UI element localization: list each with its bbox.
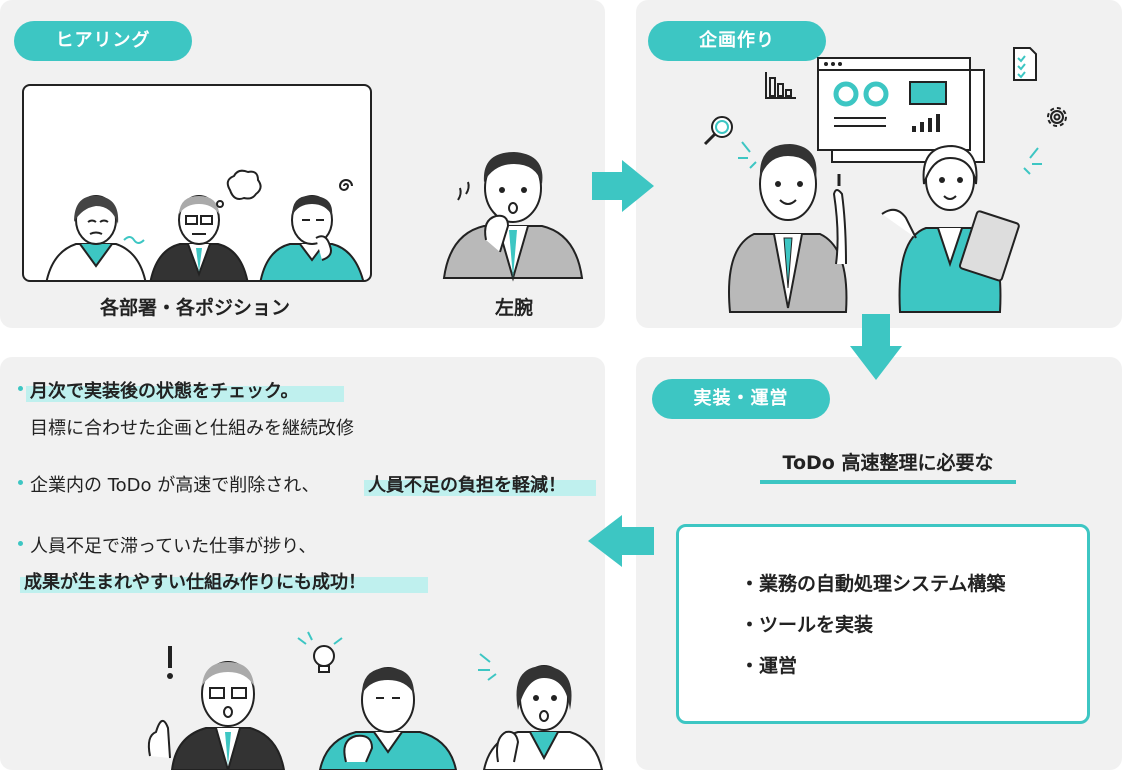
result-line-1b: 目標に合わせた企画と仕組みを継続改修 xyxy=(30,418,354,439)
right-hand-man-figure xyxy=(442,152,584,282)
arrow-down-icon xyxy=(850,314,902,380)
result-line-3b: 成果が生まれやすい仕組み作りにも成功！ xyxy=(24,572,366,593)
result-line-2b: 人員不足の負担を軽減！ xyxy=(368,475,566,496)
subtitle-underline xyxy=(760,480,1016,484)
senior-man-surprised-figure xyxy=(147,661,286,770)
bullet-dot xyxy=(18,541,23,546)
implementation-title: 実装・運営 xyxy=(652,379,830,419)
box-item-automation: ・業務の自動処理システム構築 xyxy=(740,573,1006,595)
woman-worried-figure xyxy=(45,195,147,280)
woman-surprised-figure xyxy=(482,665,604,770)
result-line-2a: 企業内の ToDo が高速で削除され、 xyxy=(30,475,320,496)
exclaim-dot-icon xyxy=(837,174,841,186)
sparkle-lines-bottom-icon xyxy=(478,653,497,681)
box-item-operation: ・運営 xyxy=(740,655,798,677)
gear-icon xyxy=(1047,107,1067,127)
arrow-right-icon xyxy=(592,160,654,212)
magnifier-icon xyxy=(703,116,733,146)
right-hand-label: 左腕 xyxy=(494,297,533,319)
highlight-bar xyxy=(20,577,428,593)
worker-thinking-figure xyxy=(259,195,364,280)
checklist-icon xyxy=(1013,47,1037,81)
step-results-panel xyxy=(0,357,605,770)
sparkle-lines-icon xyxy=(738,141,757,169)
swirl-icon xyxy=(338,179,353,191)
sparkle-lines-right-icon xyxy=(1023,147,1042,175)
exclamation-icon xyxy=(167,646,173,679)
senior-man-figure xyxy=(149,195,249,280)
consultant-man-figure xyxy=(728,144,848,313)
result-line-1a: 月次で実装後の状態をチェック。 xyxy=(30,381,299,402)
implementation-subtitle: ToDo 高速整理に必要な xyxy=(782,452,994,474)
box-item-tools: ・ツールを実装 xyxy=(740,614,874,636)
implementation-box xyxy=(676,524,1090,724)
lightbulb-icon xyxy=(297,631,343,673)
result-line-3a: 人員不足で滞っていた仕事が捗り、 xyxy=(30,536,317,557)
arrow-left-icon xyxy=(588,515,654,567)
highlight-bar xyxy=(26,386,344,402)
bullet-dot xyxy=(18,386,23,391)
bar-chart-icon xyxy=(765,72,796,99)
planning-title: 企画作り xyxy=(648,21,826,61)
bullet-dot xyxy=(18,480,23,485)
worker-idea-figure xyxy=(318,667,458,770)
hearing-title: ヒアリング xyxy=(14,21,192,61)
consultant-woman-figure xyxy=(881,144,1020,313)
group-label: 各部署・各ポジション xyxy=(99,297,290,319)
sigh-icon xyxy=(123,236,145,244)
meeting-frame xyxy=(22,84,372,282)
highlight-bar xyxy=(364,480,596,496)
thought-bubble-icon xyxy=(216,169,262,208)
